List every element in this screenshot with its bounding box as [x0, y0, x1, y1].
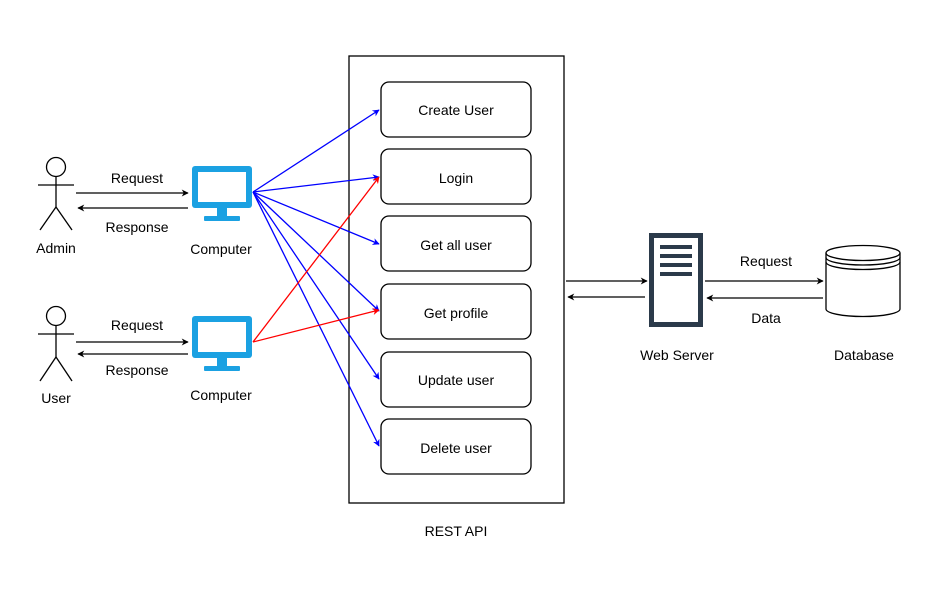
admin-label: Admin — [36, 240, 76, 256]
endpoint-get-profile[interactable]: Get profile — [380, 283, 532, 340]
endpoint-label: Update user — [418, 372, 495, 388]
user-to-login-arrow — [252, 176, 380, 343]
endpoint-label: Get all user — [420, 237, 492, 253]
rest-api-container — [348, 55, 565, 504]
admin-to-get-all-user-arrow — [252, 191, 380, 245]
admin-to-create-user-arrow — [252, 109, 380, 193]
user-request-label: Request — [111, 317, 163, 333]
web-server-label: Web Server — [640, 347, 714, 363]
server-request-label: Request — [740, 253, 792, 269]
admin-to-login-arrow — [252, 174, 380, 193]
endpoint-label: Login — [439, 170, 473, 186]
user-computer-icon — [192, 316, 252, 371]
admin-to-get-profile-arrow — [252, 191, 380, 312]
endpoint-label: Delete user — [420, 440, 492, 456]
endpoint-create-user[interactable]: Create User — [380, 81, 532, 138]
admin-response-label: Response — [105, 219, 168, 235]
user-to-get-profile-arrow — [252, 308, 380, 343]
endpoint-label: Create User — [418, 102, 494, 118]
user-response-label: Response — [105, 362, 168, 378]
web-server-icon — [649, 233, 703, 327]
endpoint-delete-user[interactable]: Delete user — [380, 418, 532, 475]
endpoint-label: Get profile — [424, 305, 489, 321]
admin-request-label: Request — [111, 170, 163, 186]
database-label: Database — [834, 347, 894, 363]
admin-computer-label: Computer — [190, 241, 252, 257]
admin-computer-icon — [192, 166, 252, 221]
user-label: User — [41, 390, 71, 406]
endpoint-login[interactable]: Login — [380, 148, 532, 205]
admin-to-update-user-arrow — [252, 191, 380, 380]
user-actor-icon — [38, 305, 74, 382]
rest-api-title: REST API — [425, 523, 488, 539]
database-icon — [825, 244, 901, 318]
admin-actor-icon — [38, 156, 74, 231]
admin-to-delete-user-arrow — [252, 191, 380, 447]
endpoint-update-user[interactable]: Update user — [380, 351, 532, 408]
endpoint-get-all-user[interactable]: Get all user — [380, 215, 532, 272]
server-data-label: Data — [751, 310, 781, 326]
user-computer-label: Computer — [190, 387, 252, 403]
